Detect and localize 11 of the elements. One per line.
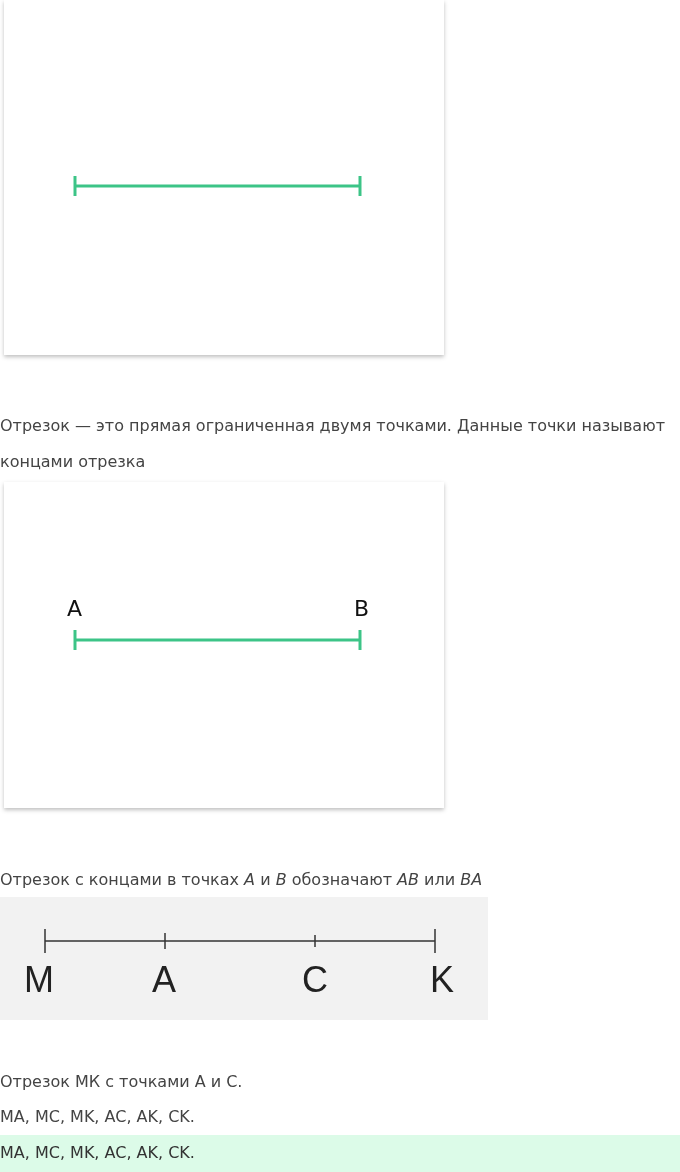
definition-text: Отрезок — это прямая ограниченная двумя точками. Данные точки называют концами отрезка bbox=[0, 415, 666, 473]
point-label: C bbox=[302, 959, 328, 1001]
point-label: A bbox=[152, 959, 176, 1001]
point-label: A bbox=[67, 596, 83, 621]
point-label: B bbox=[354, 596, 370, 621]
answer-text: MA, MC, MK, AC, AK, CK. bbox=[0, 1106, 195, 1128]
notation-text: Отрезок с концами в точках A и B обозначают AB или BA bbox=[0, 869, 484, 891]
point-label: M bbox=[24, 959, 54, 1001]
caption-text: Отрезок МК с точками А и С. bbox=[0, 1071, 243, 1093]
answer-text: MA, MC, MK, AC, AK, CK. bbox=[0, 1142, 195, 1164]
point-label: K bbox=[430, 959, 454, 1001]
